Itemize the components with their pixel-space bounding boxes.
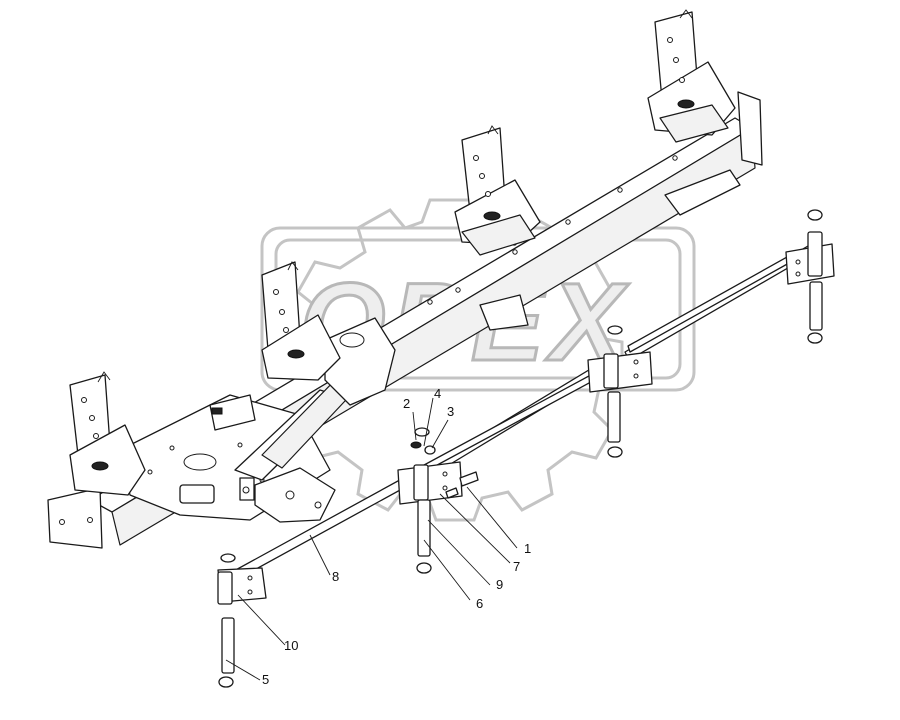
hitch-lower-plate — [254, 467, 336, 523]
row-bracket-3 — [454, 125, 541, 331]
callout-labels: 1 2 3 4 5 6 7 8 9 10 — [262, 386, 531, 687]
callout-3: 3 — [447, 404, 454, 419]
hinge-clamp-middle — [397, 427, 479, 574]
callout-7: 7 — [513, 559, 520, 574]
callout-1: 1 — [524, 541, 531, 556]
hinge-clamp-right-mid — [587, 325, 653, 458]
row-bracket-1 — [69, 371, 146, 496]
center-hitch-assembly — [119, 317, 396, 523]
row-bracket-4 — [647, 9, 741, 216]
callout-4: 4 — [434, 386, 441, 401]
callout-6: 6 — [476, 596, 483, 611]
hitch-bracket-left — [209, 394, 256, 431]
hinge-clamp-left — [217, 553, 267, 688]
callout-8: 8 — [332, 569, 339, 584]
callout-2: 2 — [403, 396, 410, 411]
callout-9: 9 — [496, 577, 503, 592]
callout-5: 5 — [262, 672, 269, 687]
leader-lines — [225, 397, 518, 681]
beam-end-plate-left — [47, 487, 103, 549]
row-bracket-2 — [261, 261, 341, 381]
beam-end-plate-right — [737, 91, 763, 166]
hinge-clamp-far-right — [785, 209, 835, 344]
callout-10: 10 — [284, 638, 298, 653]
